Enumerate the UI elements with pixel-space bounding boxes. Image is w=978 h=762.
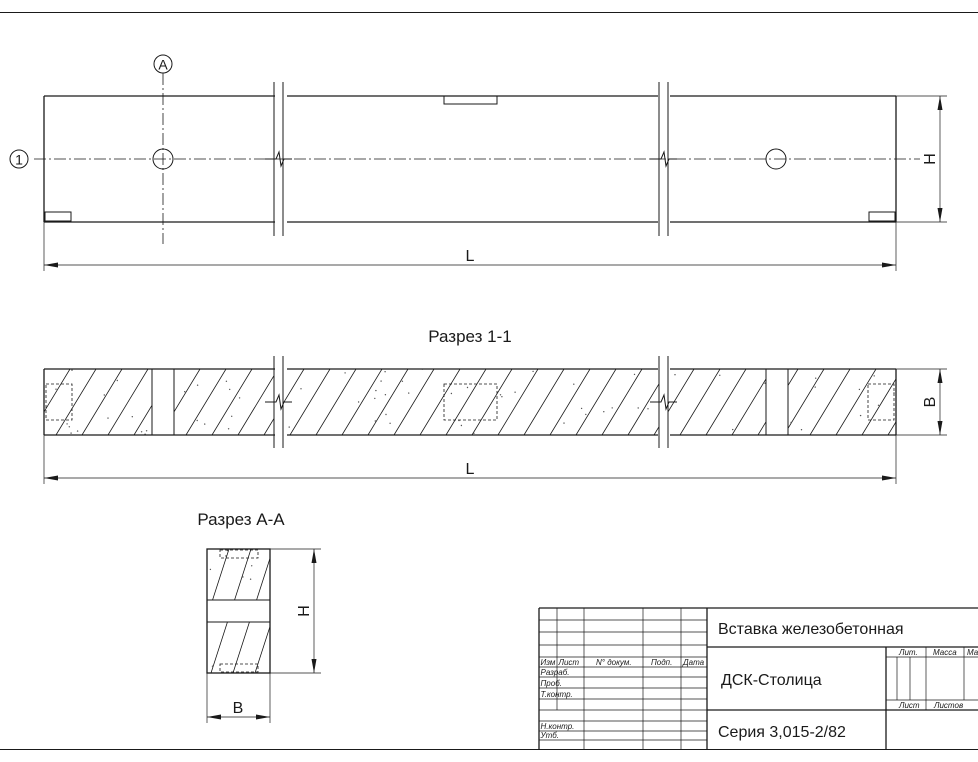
section-1-1: L B — [43, 356, 947, 484]
tb-header-mass: Масса — [933, 648, 957, 657]
axis-marker-a: А — [153, 54, 173, 74]
section-1-1-break-lines — [265, 356, 677, 448]
section-a-a-height-label: H — [296, 605, 313, 617]
title-block: Изм Лист N° докум. Подп. Дата Разраб. Пр… — [538, 607, 978, 749]
top-view-axes — [34, 73, 920, 244]
top-view: А 1 L H — [9, 54, 947, 271]
tb-header-doc-no: N° докум. — [596, 658, 632, 667]
top-view-lifting-pads — [44, 95, 896, 222]
tb-role-norm-control: Н.контр. — [541, 722, 575, 731]
section-1-1-outline — [43, 368, 897, 436]
tb-header-sheet: Лист — [898, 701, 920, 710]
tb-organization: ДСК-Столица — [721, 672, 822, 689]
top-height-dimension: H — [896, 95, 947, 223]
tb-header-lit: Лит. — [898, 648, 918, 657]
section-1-1-title: Разрез 1-1 — [428, 327, 511, 346]
section-1-1-hidden-pockets — [45, 383, 895, 421]
tb-role-developed: Разраб. — [541, 668, 570, 677]
section-width-label: B — [922, 397, 939, 408]
section-length-dimension: L — [43, 435, 897, 484]
tb-role-checked: Проб. — [541, 679, 562, 688]
top-length-dimension: L — [43, 222, 897, 271]
tb-header-izm: Изм — [541, 658, 556, 667]
tb-header-sheets: Листов — [933, 701, 963, 710]
sheet-frame — [0, 12, 978, 750]
section-length-label: L — [466, 461, 475, 478]
section-a-a-height-dimension: H — [270, 548, 321, 674]
section-a-a-width-dimension: B — [206, 673, 271, 723]
tb-header-sign: Подп. — [651, 658, 672, 667]
tb-role-approved: Утб. — [540, 731, 560, 740]
axis-marker-1: 1 — [9, 149, 29, 169]
tb-series: Серия 3,015-2/82 — [718, 724, 846, 741]
section-a-a-hidden-pockets — [219, 549, 259, 673]
axis-marker-1-text: 1 — [15, 152, 23, 168]
top-height-label: H — [922, 153, 939, 165]
tb-role-tech-control: Т.контр. — [541, 690, 573, 699]
tb-header-list: Лист — [558, 658, 580, 667]
section-a-a-title: Разрез А-А — [197, 510, 285, 529]
tb-product-name: Вставка железобетонная — [718, 621, 904, 638]
section-a-a: H B — [206, 548, 321, 723]
top-view-outline — [43, 95, 897, 223]
tb-header-date: Дата — [682, 658, 705, 667]
section-width-dimension: B — [896, 368, 947, 436]
tb-header-scale: Масштаб — [967, 648, 978, 657]
section-a-a-width-label: B — [233, 700, 244, 717]
axis-marker-a-text: А — [158, 57, 168, 73]
top-length-label: L — [466, 248, 475, 265]
section-a-a-outline — [206, 548, 271, 674]
section-1-1-hatching — [44, 369, 896, 435]
